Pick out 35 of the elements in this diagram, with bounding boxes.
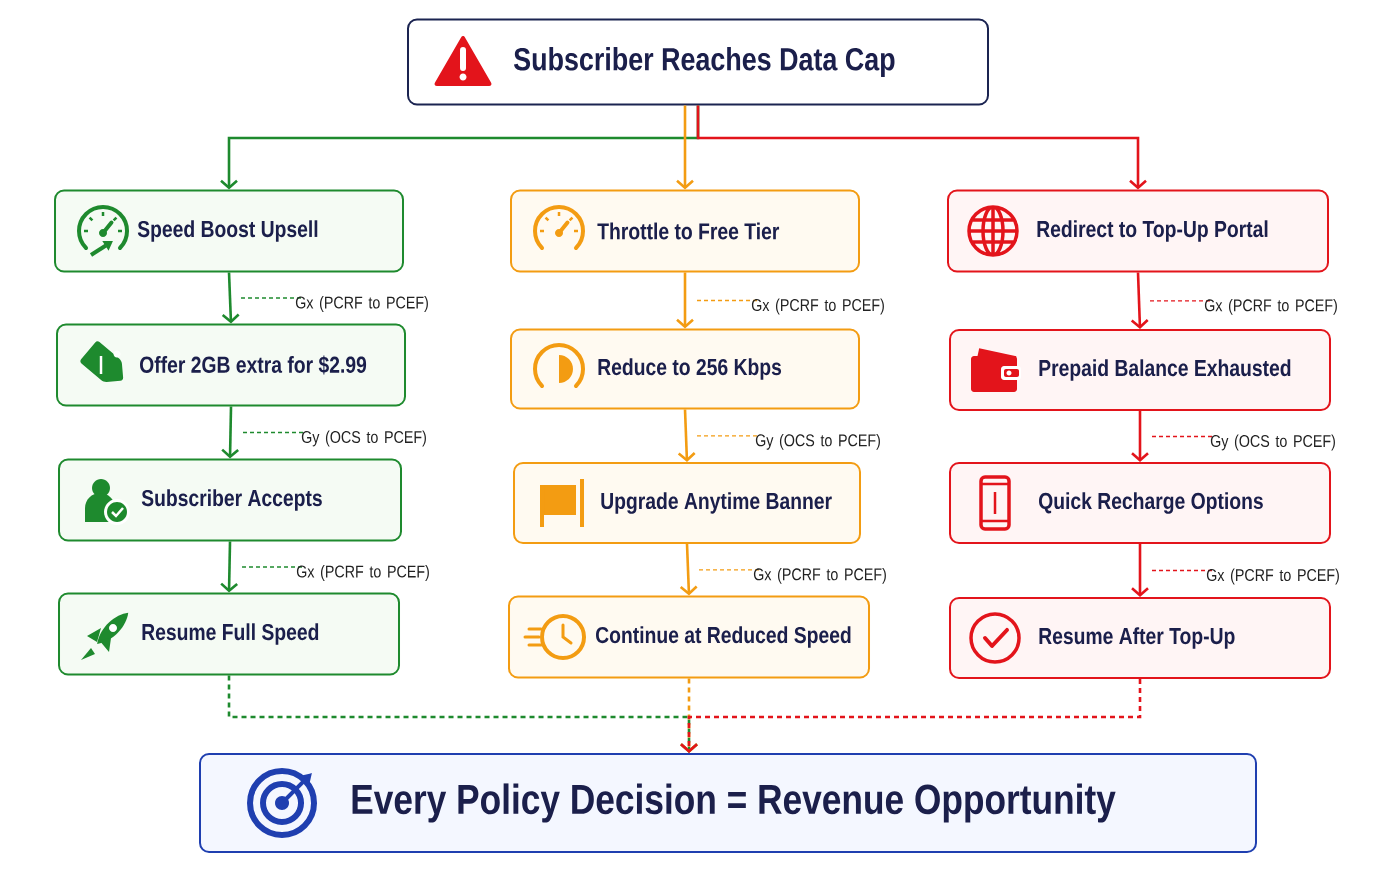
arrow [1130, 272, 1149, 329]
edge-label: Gx (PCRF to PCEF) [240, 296, 428, 312]
edge-label: Gy (OCS to PCEF) [242, 430, 426, 447]
step-box: Upgrade Anytime Banner [513, 462, 861, 544]
arrow [676, 105, 694, 190]
arrow [676, 272, 694, 329]
edge-label: Gx (PCRF to PCEF) [1149, 298, 1337, 315]
step-box: Reduce to 256 Kbps [510, 328, 860, 410]
arrow [696, 105, 1147, 190]
arrow [221, 272, 240, 324]
arrow [1131, 411, 1149, 462]
edge-label: Gy (OCS to PCEF) [696, 433, 880, 450]
edge-label: Gx (PCRF to PCEF) [1151, 568, 1339, 585]
step-box: Subscriber Accepts [58, 458, 402, 542]
edge-label: Gx (PCRF to PCEF) [698, 567, 886, 584]
event-box: Subscriber Reaches Data Cap [407, 18, 989, 106]
step-box: Resume After Top-Up [949, 597, 1331, 679]
edge-label: Gx (PCRF to PCEF) [241, 565, 429, 581]
step-box: Quick Recharge Options [949, 462, 1331, 544]
arrow [680, 679, 1142, 753]
edge-label: Gx (PCRF to PCEF) [696, 298, 884, 315]
arrow [220, 541, 238, 593]
result-banner: Every Policy Decision = Revenue Opportunity [199, 753, 1257, 853]
arrow [677, 409, 696, 462]
arrow [679, 543, 698, 596]
step-box: Resume Full Speed [58, 592, 400, 676]
step-box: Continue at Reduced Speed [508, 595, 870, 679]
edge-label: Gy (OCS to PCEF) [1151, 434, 1335, 451]
step-box: Speed Boost Upsell [54, 189, 404, 273]
arrow [1131, 544, 1149, 597]
step-box: Redirect to Top-Up Portal [947, 189, 1329, 273]
step-box: Prepaid Balance Exhausted [949, 329, 1331, 411]
step-box: Throttle to Free Tier [510, 189, 860, 273]
arrow [221, 406, 239, 459]
step-box: Offer 2GB extra for $2.99 [56, 323, 406, 407]
